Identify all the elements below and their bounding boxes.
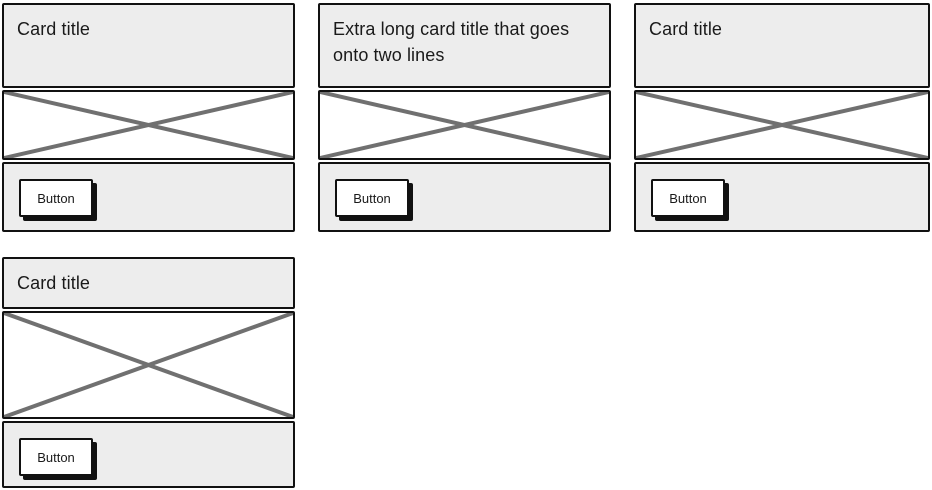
card-image-placeholder	[2, 90, 295, 160]
card: Extra long card title that goes onto two…	[318, 3, 611, 232]
card-action-bar: Button	[634, 162, 930, 232]
image-placeholder-x-icon	[4, 92, 293, 158]
card-action-bar: Button	[2, 162, 295, 232]
card-action-bar: Button	[2, 421, 295, 488]
card-title: Card title	[649, 19, 723, 39]
image-placeholder-x-icon	[4, 313, 293, 417]
card-image-placeholder	[318, 90, 611, 160]
card-action-bar: Button	[318, 162, 611, 232]
card-title-bar: Card title	[2, 257, 295, 309]
card-image-placeholder	[2, 311, 295, 419]
card-title-bar: Card title	[634, 3, 930, 88]
card-button[interactable]: Button	[651, 179, 725, 217]
card: Card title Button	[634, 3, 930, 232]
card-title-bar: Card title	[2, 3, 295, 88]
card-button[interactable]: Button	[19, 438, 93, 476]
card-button[interactable]: Button	[335, 179, 409, 217]
image-placeholder-x-icon	[636, 92, 928, 158]
card: Card title Button	[2, 3, 295, 232]
card-image-placeholder	[634, 90, 930, 160]
card-title: Card title	[17, 273, 91, 293]
image-placeholder-x-icon	[320, 92, 609, 158]
card-title-bar: Extra long card title that goes onto two…	[318, 3, 611, 88]
card-title: Card title	[17, 19, 91, 39]
card: Card title Button	[2, 257, 295, 488]
card-button[interactable]: Button	[19, 179, 93, 217]
card-title: Extra long card title that goes onto two…	[333, 19, 570, 65]
